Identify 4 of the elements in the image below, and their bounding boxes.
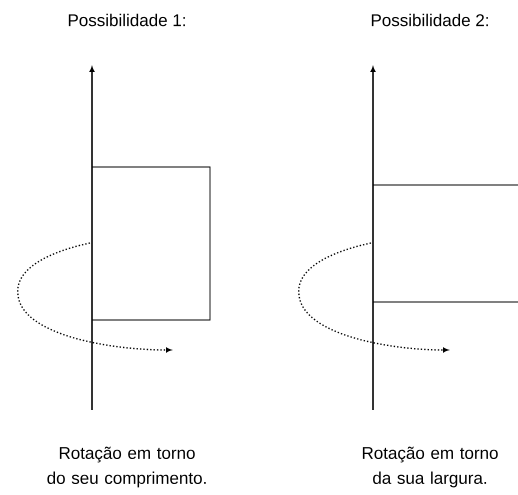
- caption: Rotação em torno da sua largura.: [362, 446, 498, 488]
- panel-title: Possibilidade 2:: [372, 14, 488, 26]
- panel-title: Possibilidade 1:: [68, 14, 185, 26]
- caption: Rotação em torno do seu comprimento.: [47, 446, 206, 488]
